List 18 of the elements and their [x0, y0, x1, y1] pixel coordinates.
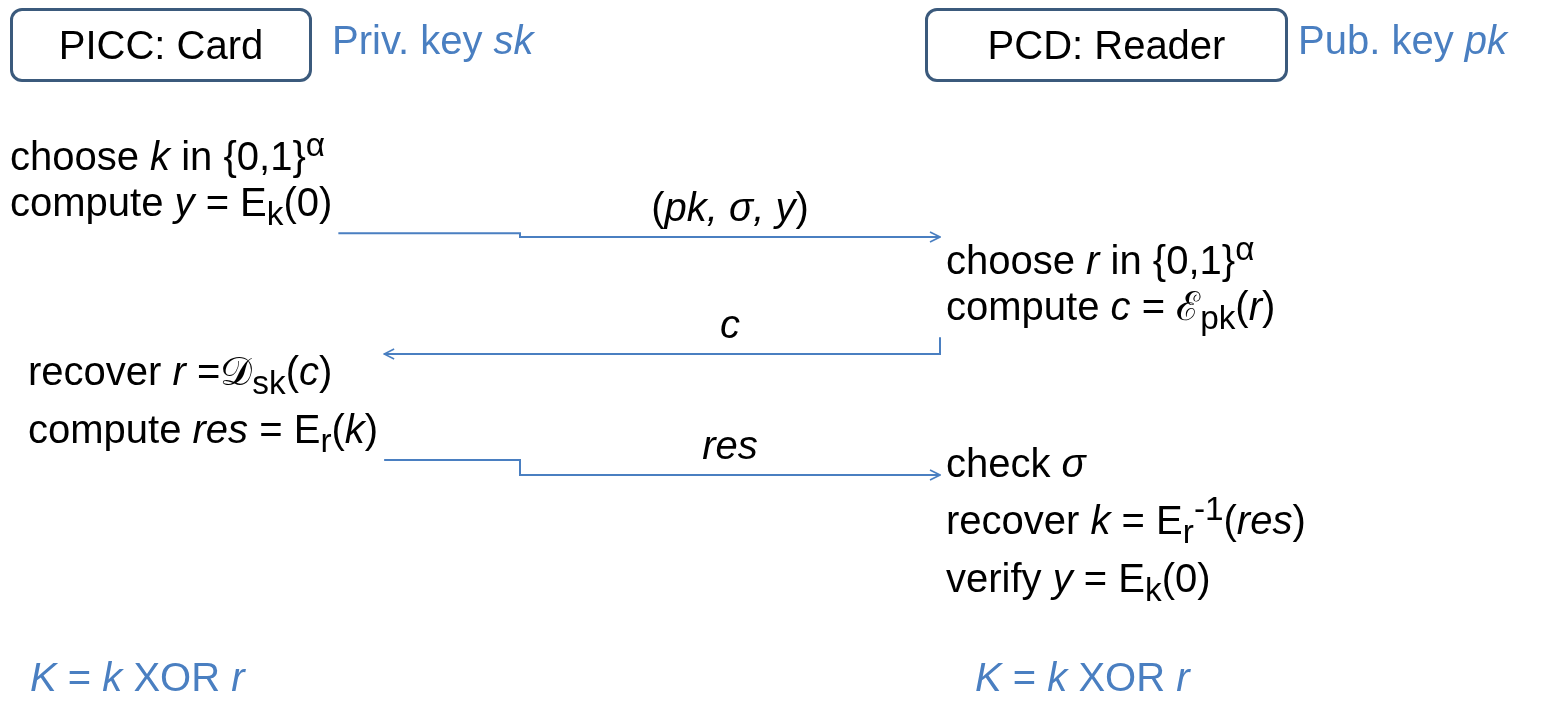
arrow	[383, 459, 941, 481]
formula-text: compute c = ℰ$_{pk}$(r)	[946, 283, 1276, 339]
arrow	[337, 231, 941, 243]
formula-text: compute y = E$_{k}$(0)	[10, 179, 333, 235]
formula-text: check σ	[946, 440, 1086, 486]
formula-text: verify y = E$_{k}$(0)	[946, 555, 1211, 611]
key-label: Pub. key pk	[1298, 18, 1507, 63]
key-label: Priv. key sk	[332, 18, 534, 63]
formula-text: recover k = E$_{r}$$^{-1}$(res)	[946, 489, 1306, 553]
formula-text: compute res = E$_{r}$(k)	[28, 406, 379, 461]
participant-box: PCD: Reader	[925, 8, 1288, 82]
key-formula: K = k XOR r	[30, 655, 245, 700]
key-formula: K = k XOR r	[975, 655, 1190, 700]
participant-box: PICC: Card	[10, 8, 312, 82]
formula-text: recover r =𝒟$_{sk}$(c)	[28, 348, 333, 403]
formula-text: choose r in {0,1}$^{α}$	[946, 229, 1255, 284]
formula-text: choose k in {0,1}$^{α}$	[10, 125, 326, 180]
arrow	[383, 336, 941, 360]
